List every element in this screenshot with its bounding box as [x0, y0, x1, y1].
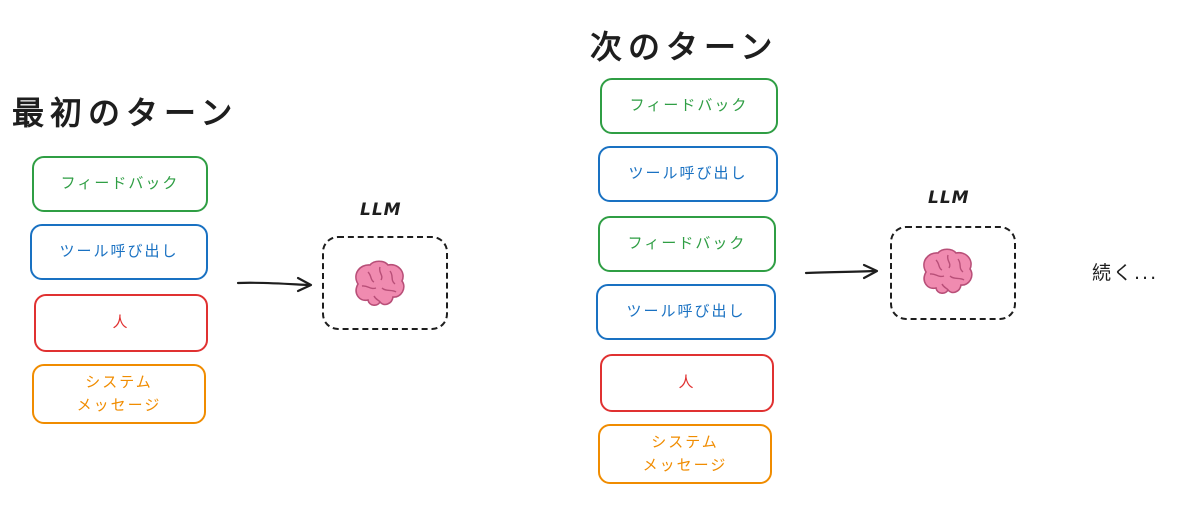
next-turn-human-box: 人	[600, 354, 774, 412]
first-turn-system-message-label: システム メッセージ	[76, 372, 162, 414]
next-turn-tool-call-box-1: ツール呼び出し	[598, 146, 778, 202]
next-turn-tool-call-label-1: ツール呼び出し	[628, 164, 748, 183]
next-turn-title: 次のターン	[590, 28, 779, 66]
first-turn-title: 最初のターン	[12, 94, 239, 132]
first-turn-llm-label: LLM	[360, 200, 402, 220]
next-turn-llm-label: LLM	[928, 188, 970, 208]
first-turn-feedback-box: フィードバック	[32, 156, 208, 212]
next-turn-feedback-box-2: フィードバック	[598, 216, 776, 272]
next-turn-system-message-label: システム メッセージ	[642, 432, 728, 474]
next-turn-feedback-label-2: フィードバック	[627, 234, 747, 253]
next-turn-system-message-box: システム メッセージ	[598, 424, 772, 484]
first-turn-feedback-label: フィードバック	[60, 174, 180, 193]
next-turn-tool-call-label-2: ツール呼び出し	[626, 302, 746, 321]
next-turn-tool-call-box-2: ツール呼び出し	[596, 284, 776, 340]
next-turn-arrow	[804, 263, 879, 280]
first-turn-brain-icon	[355, 260, 405, 306]
next-turn-human-label: 人	[678, 373, 696, 392]
continuation-text: 続く...	[1092, 262, 1159, 284]
first-turn-human-label: 人	[112, 313, 130, 332]
first-turn-llm-box	[322, 236, 448, 330]
next-turn-brain-icon	[923, 248, 973, 294]
next-turn-feedback-box-1: フィードバック	[600, 78, 778, 134]
first-turn-tool-call-box: ツール呼び出し	[30, 224, 208, 280]
next-turn-feedback-label-1: フィードバック	[629, 96, 749, 115]
first-turn-arrow	[236, 276, 313, 293]
next-turn-llm-box	[890, 226, 1016, 320]
first-turn-tool-call-label: ツール呼び出し	[59, 242, 179, 261]
first-turn-system-message-box: システム メッセージ	[32, 364, 206, 424]
first-turn-human-box: 人	[34, 294, 208, 352]
